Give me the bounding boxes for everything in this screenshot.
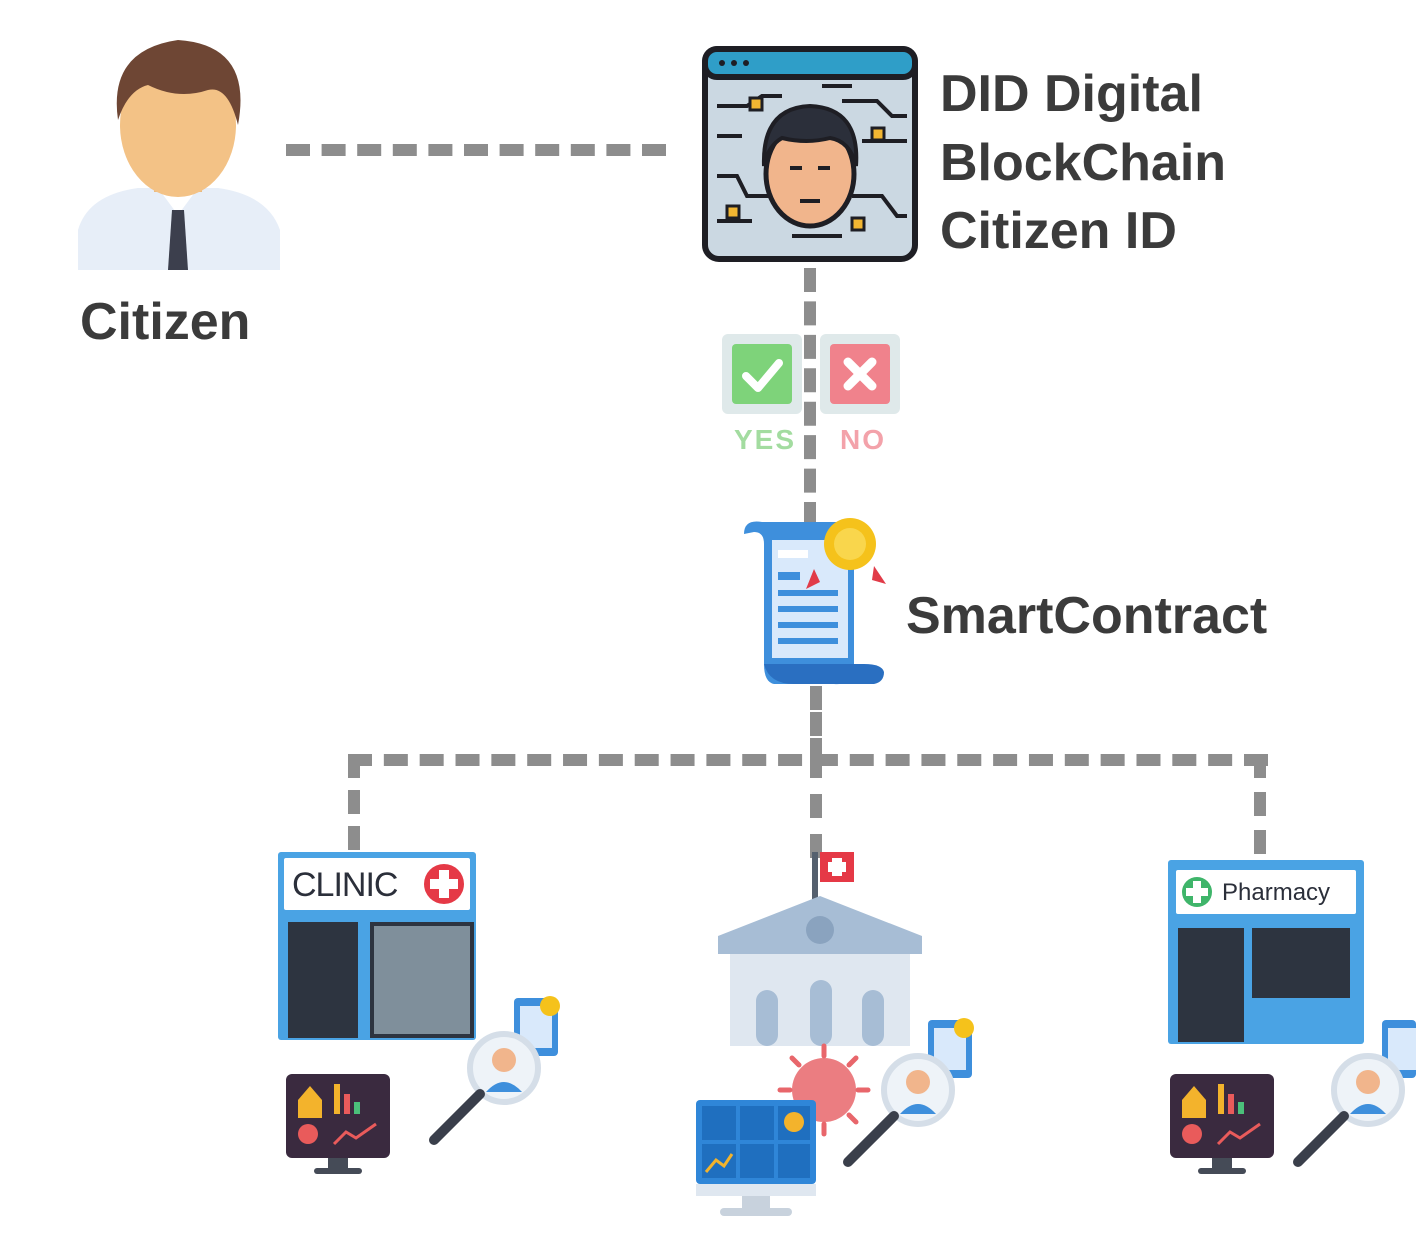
pharmacy-sign-text: Pharmacy	[1222, 879, 1331, 906]
clinic-door	[288, 922, 358, 1038]
connector-bus	[348, 754, 1268, 766]
cross-icon	[830, 344, 890, 404]
connector-did-contract	[804, 268, 816, 526]
dashboard-monitor-icon	[1170, 1074, 1274, 1174]
smart-contract-icon	[744, 518, 886, 685]
pharmacy-door	[1178, 928, 1244, 1042]
connector-bus-clinic	[348, 754, 360, 850]
medical-cross-icon	[424, 864, 464, 904]
green-cross-icon	[1182, 877, 1212, 907]
pharmacy-node: Pharmacy	[1160, 858, 1418, 1188]
no-box	[820, 334, 900, 414]
yes-no-decision: YES NO	[722, 334, 902, 464]
yes-box	[722, 334, 802, 414]
dashboard-monitor-icon	[286, 1074, 390, 1174]
did-label-line-1: DID Digital	[940, 65, 1203, 123]
clinic-building: CLINIC	[278, 852, 476, 1040]
clinic-sign-text: CLINIC	[292, 866, 398, 904]
hospital-building-icon	[718, 852, 922, 1046]
smart-contract-label: SmartContract	[906, 587, 1268, 645]
pharmacy-building: Pharmacy	[1168, 860, 1364, 1044]
citizen-node: Citizen	[60, 30, 300, 360]
hospital-node	[690, 850, 1000, 1230]
yes-label: YES	[734, 424, 797, 455]
did-label-line-3: Citizen ID	[940, 202, 1177, 260]
citizen-label: Citizen	[80, 293, 251, 351]
digital-id-icon	[702, 46, 918, 262]
connector-contract-bus	[810, 686, 822, 762]
connector-citizen-did	[286, 144, 666, 156]
did-label-line-2: BlockChain	[940, 134, 1227, 192]
doctor-search-icon	[1293, 1020, 1416, 1167]
analytics-monitor-icon	[696, 1100, 816, 1216]
check-icon	[732, 344, 792, 404]
clinic-node: CLINIC	[270, 850, 580, 1190]
no-label: NO	[840, 424, 886, 455]
doctor-search-icon	[429, 996, 560, 1145]
citizen-avatar-icon	[78, 40, 280, 270]
doctor-search-icon	[843, 1018, 974, 1167]
connector-bus-hospital	[810, 754, 822, 858]
connector-bus-pharmacy	[1254, 754, 1266, 854]
pharmacy-counter	[1252, 928, 1350, 998]
clinic-window	[370, 922, 474, 1038]
clinic-sign: CLINIC	[284, 858, 470, 910]
pharmacy-sign: Pharmacy	[1176, 870, 1356, 914]
